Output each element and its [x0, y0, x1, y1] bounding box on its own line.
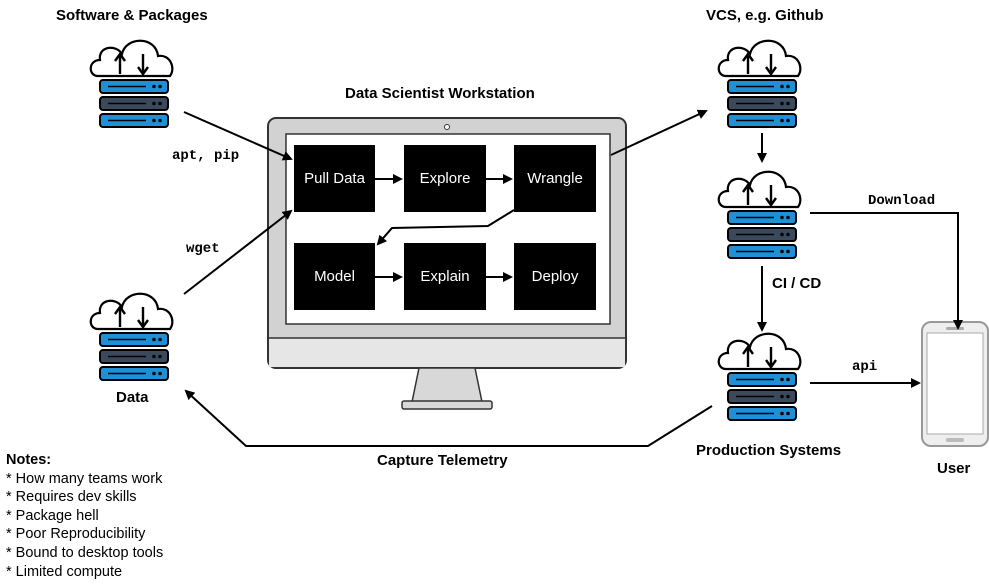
download-label: Download	[868, 193, 936, 209]
notes-item: * Bound to desktop tools	[6, 544, 164, 561]
step-model: Model	[294, 243, 375, 310]
step-explain: Explain	[404, 243, 486, 310]
data-server-icon	[89, 292, 174, 382]
user-title: User	[937, 460, 971, 477]
notes-title: Notes:	[6, 452, 52, 468]
vcs-title: VCS, e.g. Github	[706, 7, 824, 24]
notes-item: * How many teams work	[6, 470, 163, 487]
vcs-server-icon	[717, 39, 802, 129]
step-explore: Explore	[404, 145, 486, 212]
production-server-icon	[717, 332, 802, 422]
workstation-title: Data Scientist Workstation	[345, 85, 535, 102]
telemetry-label: Capture Telemetry	[377, 452, 508, 469]
production-title: Production Systems	[696, 442, 842, 459]
notes-block: Notes: * How many teams work * Requires …	[6, 451, 163, 581]
cicd-server-icon	[717, 170, 802, 260]
notes-item: * Requires dev skills	[6, 489, 137, 506]
software-title: Software & Packages	[56, 7, 208, 24]
api-label: api	[852, 359, 878, 375]
notes-item: * Package hell	[6, 507, 99, 524]
notes-item: * Limited compute	[6, 563, 123, 580]
arrow-workstation-to-vcs	[610, 109, 708, 156]
step-wrangle: Wrangle	[514, 145, 596, 212]
arrow-cicd-download-to-user	[810, 212, 963, 330]
software-server-icon	[89, 39, 174, 129]
apt-pip-label: apt, pip	[172, 148, 240, 164]
arrow-software-to-pull	[183, 111, 293, 161]
user-phone-icon	[921, 321, 989, 447]
notes-item: * Poor Reproducibility	[6, 526, 146, 543]
wget-label: wget	[186, 241, 220, 257]
arrow-wrangle-to-model	[376, 209, 515, 246]
step-deploy: Deploy	[514, 243, 596, 310]
cicd-label: CI / CD	[772, 275, 822, 292]
arrow-telemetry-to-data	[184, 389, 713, 447]
data-title: Data	[116, 389, 149, 406]
arrow-data-to-pull	[183, 209, 293, 295]
step-pull-data: Pull Data	[294, 145, 375, 212]
